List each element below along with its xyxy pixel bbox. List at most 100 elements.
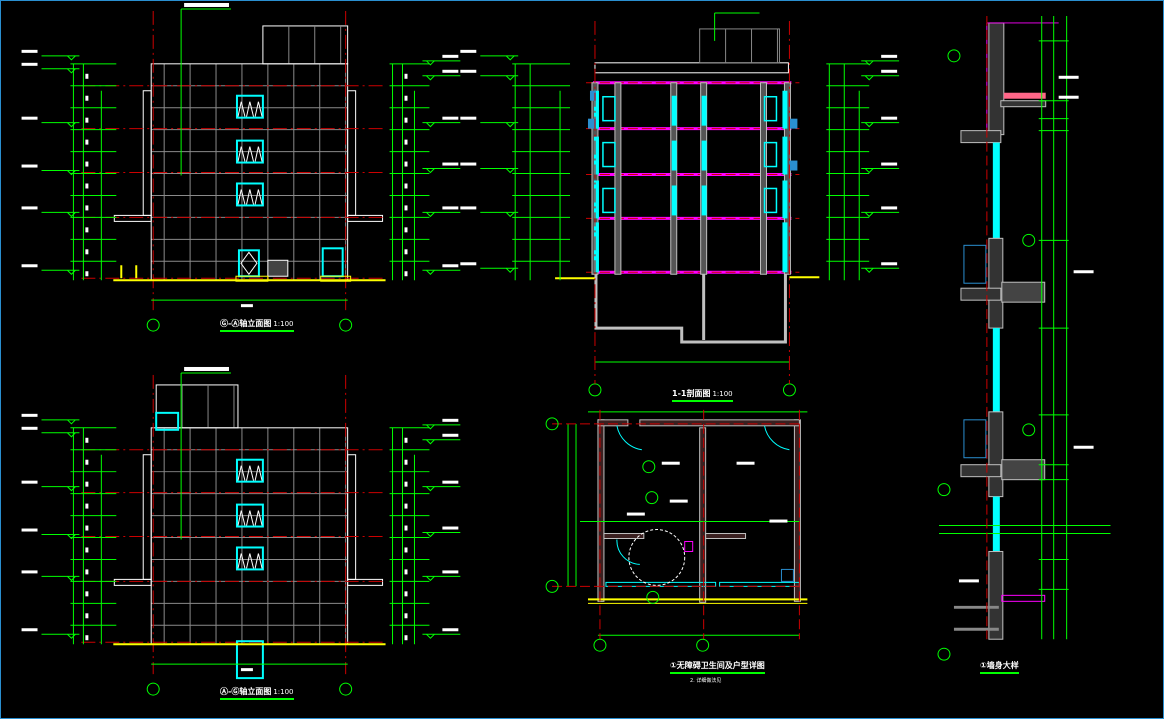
line	[254, 510, 259, 526]
door	[602, 95, 616, 122]
door-swing	[616, 425, 642, 451]
level-text	[21, 570, 38, 574]
dim-text	[85, 437, 89, 443]
elevation-g-a	[21, 2, 461, 332]
line	[249, 189, 255, 205]
plan-text	[661, 461, 680, 465]
line	[249, 510, 255, 526]
line	[240, 189, 246, 205]
level-text	[21, 116, 38, 120]
window-ext	[789, 160, 798, 171]
axis-bubble	[146, 318, 160, 332]
dim-text	[85, 613, 89, 619]
dim-text	[85, 227, 89, 233]
line	[237, 189, 242, 205]
dim-text	[404, 635, 408, 641]
dim-text	[85, 73, 89, 79]
dim-text	[85, 205, 89, 211]
wall-detail-title: ①墙身大样	[980, 660, 1019, 674]
dim-text	[85, 139, 89, 145]
level-marker-icon	[426, 576, 435, 582]
glazing	[782, 222, 788, 273]
level-marker-icon	[426, 75, 435, 81]
level-marker-icon	[67, 68, 76, 74]
slab	[960, 287, 1002, 301]
level-marker-icon	[505, 267, 515, 273]
level-text	[881, 69, 898, 73]
level-marker-icon	[426, 532, 435, 538]
level-marker-icon	[864, 212, 874, 218]
dim-text	[404, 613, 408, 619]
detail-bubble	[937, 647, 951, 661]
window	[155, 411, 180, 431]
side-wall-right	[347, 454, 357, 580]
detail-bubble	[642, 460, 656, 474]
dim-text	[85, 503, 89, 509]
level-text	[21, 480, 38, 484]
line	[257, 189, 263, 205]
side-wall-left	[142, 454, 152, 580]
plan-text	[669, 499, 688, 503]
level-text	[460, 49, 477, 53]
level-marker-icon	[864, 75, 874, 81]
side-wall-right	[347, 90, 357, 216]
turning-circle	[628, 529, 686, 586]
level-text	[21, 62, 38, 66]
level-text	[442, 54, 459, 58]
level-text	[442, 206, 459, 210]
note-text	[184, 366, 229, 371]
wall	[597, 419, 629, 427]
window-ext	[589, 90, 596, 101]
level-text	[21, 206, 38, 210]
level-marker-icon	[426, 633, 435, 639]
line	[254, 146, 259, 162]
level-text	[460, 69, 477, 73]
dim-text	[404, 569, 408, 575]
glazing	[701, 140, 707, 171]
line	[240, 146, 246, 162]
floor-fill	[1001, 459, 1046, 481]
glazing	[992, 496, 1000, 552]
slab	[1001, 594, 1046, 602]
line	[246, 465, 251, 481]
level-text	[460, 116, 477, 120]
dim-text	[85, 525, 89, 531]
level-marker-icon	[864, 60, 874, 66]
level-text	[442, 570, 459, 574]
level-marker-icon	[505, 55, 515, 61]
line	[240, 553, 246, 569]
window	[605, 581, 717, 587]
line	[246, 510, 251, 526]
glazing	[992, 142, 1000, 243]
level-text	[21, 264, 38, 268]
glazing	[671, 185, 677, 216]
axis-bubble	[588, 383, 602, 397]
dim-text	[404, 161, 408, 167]
line	[246, 146, 251, 162]
wall	[597, 419, 605, 602]
level-marker-icon	[67, 633, 76, 639]
level-marker-icon	[426, 439, 435, 445]
level-marker-icon	[67, 419, 76, 425]
glazing	[701, 95, 707, 126]
axis-bubble	[545, 579, 559, 593]
line	[254, 101, 259, 117]
dim-text	[404, 117, 408, 123]
glazing	[593, 136, 599, 175]
level-text	[442, 264, 459, 268]
canopy-right	[347, 578, 384, 586]
level-marker-icon	[426, 424, 435, 430]
level-text	[442, 162, 459, 166]
basement-wall	[594, 274, 787, 344]
window-frame	[963, 419, 987, 459]
washbasin	[780, 568, 794, 582]
glazing	[992, 328, 1000, 418]
plan-text	[736, 461, 755, 465]
level-text	[442, 526, 459, 530]
level-text	[881, 116, 898, 120]
detail-text	[1073, 445, 1094, 449]
window-ext	[587, 118, 596, 129]
axis-bubble	[339, 682, 353, 696]
